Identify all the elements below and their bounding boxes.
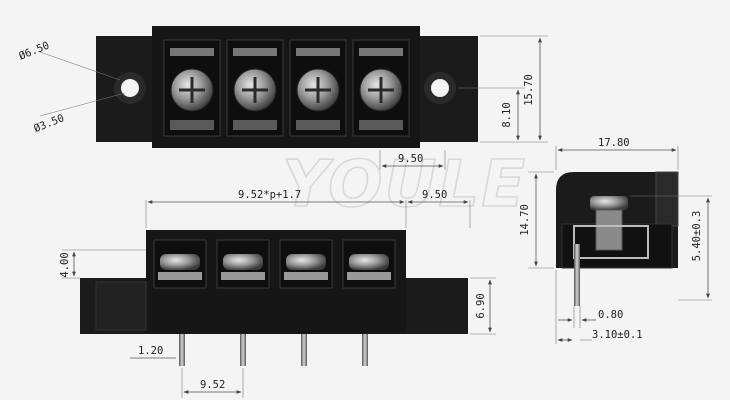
dim-pin-width: 1.20 <box>138 345 163 357</box>
screw-slot-icon <box>305 77 331 103</box>
front-screw-head <box>286 254 326 270</box>
front-screw-head <box>349 254 389 270</box>
dim-hole-outer: Ø6.50 <box>17 40 51 63</box>
front-view: 9.52*p+1.7 9.50 4.00 6.90 1.20 9.52 <box>59 189 496 398</box>
dim-side-height: 14.70 <box>519 204 531 236</box>
top-cell-plate <box>296 48 340 56</box>
dim-pin-offset: 3.10±0.1 <box>592 329 643 341</box>
top-cell-clamp <box>170 120 214 130</box>
side-pin <box>574 244 580 306</box>
screw-slot-icon <box>368 77 394 103</box>
side-latch <box>655 171 679 227</box>
front-clamp-plate <box>221 272 265 280</box>
front-flange-left-step <box>95 281 147 331</box>
dim-height-total: 15.70 <box>523 74 535 106</box>
watermark-logo: YOULE <box>282 148 527 222</box>
front-pin <box>362 334 368 366</box>
dim-side-width: 17.80 <box>598 137 630 149</box>
mount-hole-right-inner <box>431 79 449 97</box>
side-view: 17.80 14.70 5.40±0.3 0.80 3.10±0.1 <box>519 137 712 344</box>
top-cell-clamp <box>359 120 403 130</box>
dim-pin-thick: 0.80 <box>598 309 623 321</box>
dim-pitch-top: 9.50 <box>398 153 423 165</box>
front-pin <box>301 334 307 366</box>
top-cell-plate <box>359 48 403 56</box>
top-view: Ø6.50 Ø3.50 15.70 8.10 9.50 <box>17 26 548 170</box>
front-pin <box>179 334 185 366</box>
top-cell-plate <box>170 48 214 56</box>
front-clamp-plate <box>158 272 202 280</box>
front-screw-head <box>223 254 263 270</box>
dim-height-top: 4.00 <box>59 252 71 277</box>
top-cell-clamp <box>296 120 340 130</box>
front-clamp-plate <box>284 272 328 280</box>
dim-overall: 9.52*p+1.7 <box>238 189 301 201</box>
dim-hole-inner: Ø3.50 <box>32 112 66 135</box>
dim-pin-pitch: 9.52 <box>200 379 225 391</box>
dim-height-body: 6.90 <box>475 293 487 318</box>
screw-slot-icon <box>179 77 205 103</box>
front-pin <box>240 334 246 366</box>
dim-pitch-front: 9.50 <box>422 189 447 201</box>
side-screw-head <box>590 196 628 210</box>
mount-hole-left-inner <box>121 79 139 97</box>
screw-slot-icon <box>242 77 268 103</box>
dim-screw-height: 5.40±0.3 <box>691 211 703 262</box>
front-screw-head <box>160 254 200 270</box>
dim-height-mid: 8.10 <box>501 102 513 127</box>
top-cell-clamp <box>233 120 277 130</box>
front-clamp-plate <box>347 272 391 280</box>
side-screw-shank <box>595 209 623 251</box>
top-cell-plate <box>233 48 277 56</box>
